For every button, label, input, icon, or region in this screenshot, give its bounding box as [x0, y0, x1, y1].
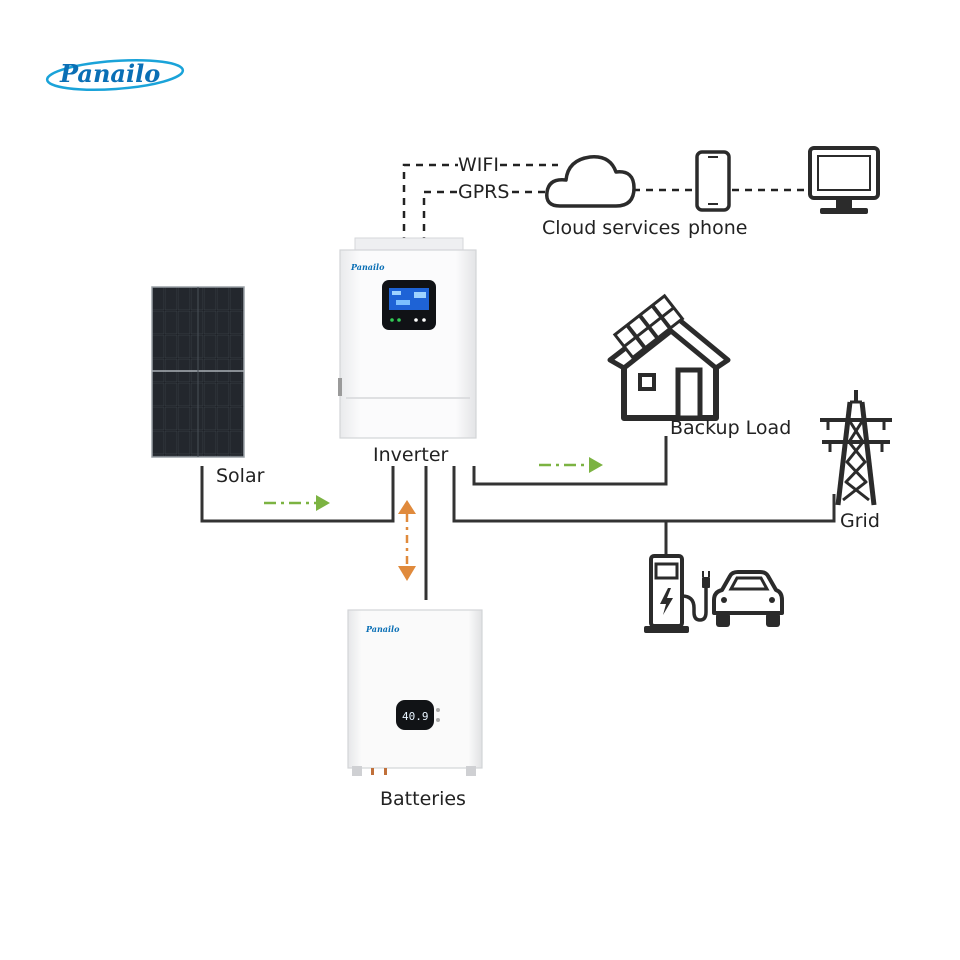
- grid-label: Grid: [840, 510, 880, 532]
- battery-flow-arrow: [398, 500, 416, 581]
- solar-panel-icon: [151, 286, 245, 458]
- solar-flow-arrow: [264, 495, 330, 511]
- cloud-services-label: Cloud services: [542, 217, 680, 239]
- house-icon: [607, 293, 731, 421]
- power-wires: [200, 436, 836, 600]
- inverter-label: Inverter: [373, 444, 449, 466]
- communication-links: [402, 163, 810, 244]
- battery-brand: Panailo: [365, 624, 400, 634]
- transmission-tower-icon: [820, 390, 892, 506]
- phone-label: phone: [688, 217, 747, 239]
- phone-icon: [695, 150, 731, 212]
- ev-charger-icon: [644, 554, 710, 633]
- wifi-label: WIFI: [458, 154, 499, 176]
- inverter-icon: Panailo: [338, 237, 477, 439]
- cloud-icon: [545, 155, 636, 208]
- solar-label: Solar: [216, 465, 265, 487]
- monitor-icon: [808, 146, 880, 214]
- gprs-label: GPRS: [458, 181, 509, 203]
- inverter-brand: Panailo: [350, 262, 385, 272]
- logo-text: Panailo: [59, 59, 160, 88]
- car-icon: [712, 570, 784, 627]
- battery-display: 40.9: [402, 710, 429, 723]
- battery-icon: Panailo 40.9: [347, 609, 483, 776]
- batteries-label: Batteries: [380, 788, 466, 810]
- backup-load-label: Backup Load: [670, 417, 791, 439]
- panailo-logo: Panailo: [45, 59, 185, 91]
- load-flow-arrow: [539, 457, 603, 473]
